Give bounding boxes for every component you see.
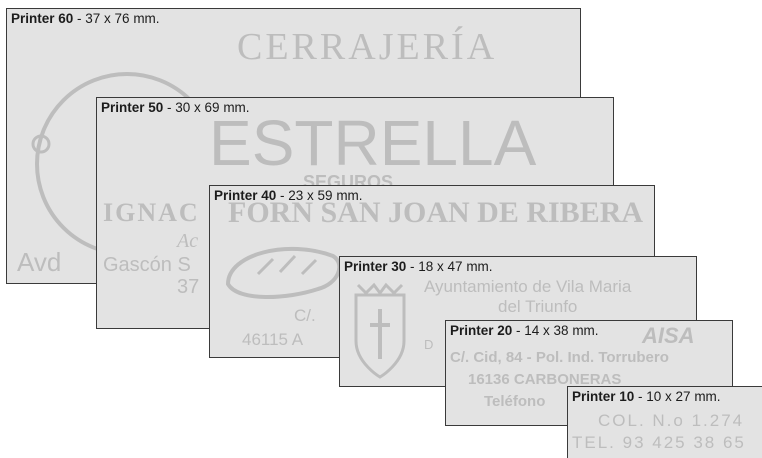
printer-50-stamp-line-3: IGNAC: [103, 198, 200, 227]
printer-10-card: Printer 10 - 10 x 27 mm. COL. N.o 1.274 …: [567, 386, 762, 458]
printer-20-size: - 14 x 38 mm.: [512, 323, 599, 338]
printer-40-stamp-line-2: C/.: [294, 306, 316, 325]
printer-60-stamp-line-1: CERRAJERÍA: [237, 26, 498, 68]
printer-60-model: Printer 60: [11, 11, 74, 26]
printer-20-caption: Printer 20 - 14 x 38 mm.: [450, 323, 599, 338]
printer-20-stamp-line-2: C/. Cid, 84 - Pol. Ind. Torrubero: [450, 349, 669, 366]
printer-60-stamp-line-2: Avd: [17, 247, 62, 277]
printer-50-model: Printer 50: [101, 100, 164, 115]
printer-60-size: - 37 x 76 mm.: [73, 11, 160, 26]
printer-20-stamp-line-3: 16136 CARBONERAS: [468, 371, 622, 388]
printer-40-model: Printer 40: [214, 188, 277, 203]
printer-20-stamp-line-4: Teléfono: [484, 393, 546, 410]
printer-60-caption: Printer 60 - 37 x 76 mm.: [11, 11, 160, 26]
printer-10-size: - 10 x 27 mm.: [634, 389, 721, 404]
printer-10-stamp-line-1: COL. N.o 1.274: [598, 411, 745, 430]
printer-10-model: Printer 10: [572, 389, 635, 404]
printer-10-stamp-line-2: TEL. 93 425 38 65: [572, 433, 746, 452]
printer-50-size: - 30 x 69 mm.: [163, 100, 250, 115]
printer-50-caption: Printer 50 - 30 x 69 mm.: [101, 100, 250, 115]
printer-30-size: - 18 x 47 mm.: [406, 259, 493, 274]
bread-loaf-icon: [225, 246, 342, 299]
printer-20-stamp-line-1: AISA: [642, 323, 695, 348]
printer-40-size: - 23 x 59 mm.: [276, 188, 363, 203]
printer-20-model: Printer 20: [450, 323, 513, 338]
printer-40-stamp-line-1: FORN SAN JOAN DE RIBERA: [228, 196, 644, 229]
printer-30-caption: Printer 30 - 18 x 47 mm.: [344, 259, 493, 274]
printer-30-stamp-line-3: D: [424, 337, 434, 352]
printer-30-stamp-line-2: del Triunfo: [498, 297, 578, 316]
printer-50-stamp-line-5: Gascón S: [103, 254, 191, 276]
printer-50-stamp-line-4: Ac: [177, 230, 199, 252]
printer-40-stamp-line-3: 46115 A: [242, 330, 304, 349]
printer-10-caption: Printer 10 - 10 x 27 mm.: [572, 389, 721, 404]
printer-30-model: Printer 30: [344, 259, 407, 274]
printer-30-stamp-line-1: Ayuntamiento de Vila Maria: [424, 277, 632, 296]
coat-of-arms-icon: [354, 282, 406, 379]
printer-50-stamp-line-6: 37: [177, 276, 200, 298]
printer-40-caption: Printer 40 - 23 x 59 mm.: [214, 188, 363, 203]
printer-50-stamp-line-1: ESTRELLA: [209, 107, 537, 179]
